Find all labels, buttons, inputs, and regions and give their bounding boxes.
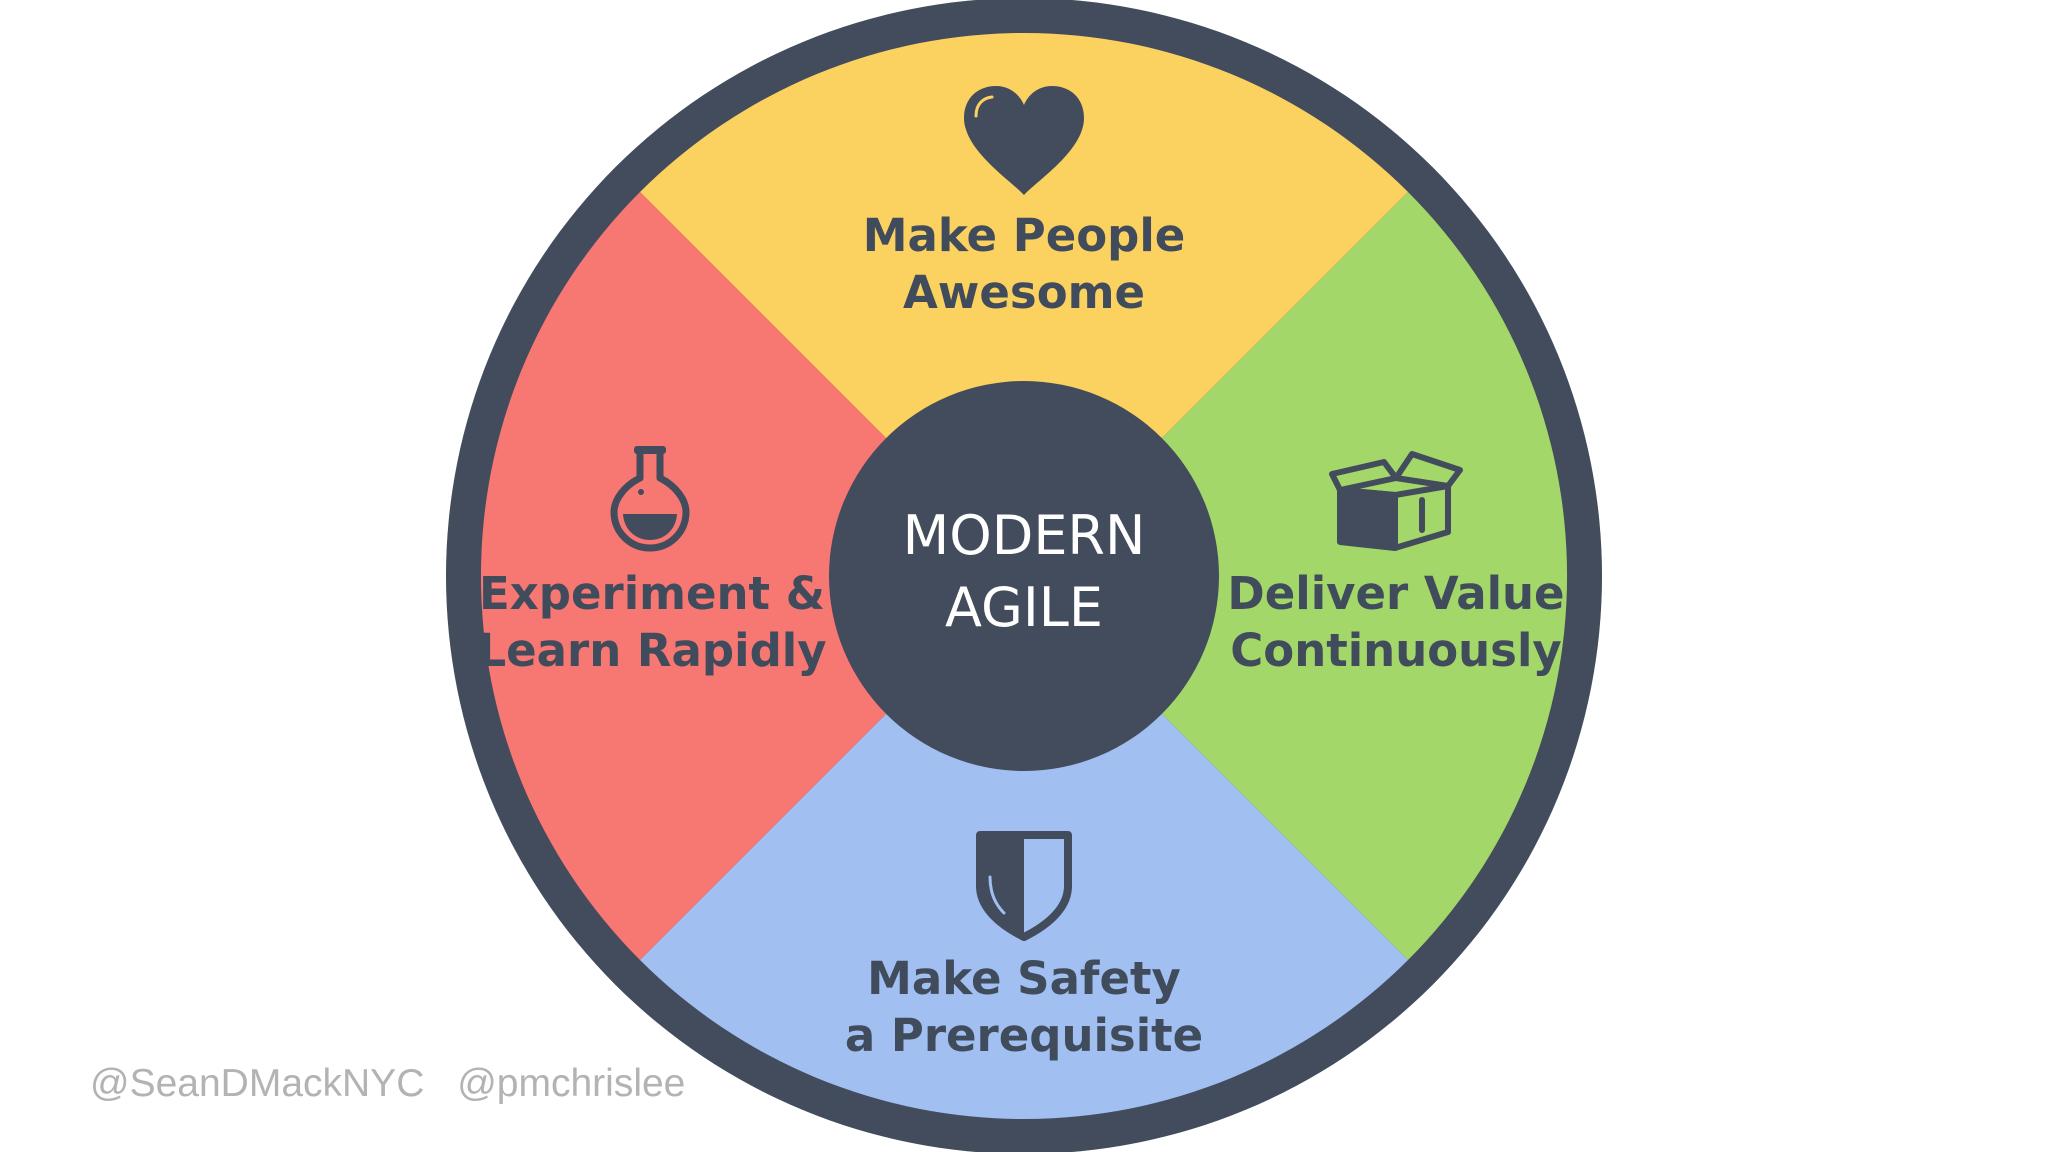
segment-label-experiment: Experiment & Learn Rapidly — [452, 565, 852, 679]
heart-icon — [964, 86, 1084, 195]
twitter-handles: @SeanDMackNYC @pmchrislee — [90, 1062, 707, 1106]
segment-people-line2: Awesome — [902, 266, 1146, 319]
segment-experiment — [480, 192, 1025, 960]
segment-safety-line2: a Prerequisite — [844, 1009, 1204, 1062]
segment-value — [1024, 192, 1568, 960]
segment-value-line2: Continuously — [1230, 624, 1562, 677]
shield-icon — [976, 831, 1072, 941]
segment-label-people: Make People Awesome — [824, 207, 1224, 321]
twitter-handle-1: @SeanDMackNYC — [90, 1062, 425, 1105]
segment-experiment-line1: Experiment & — [479, 567, 825, 620]
twitter-handle-2: @pmchrislee — [457, 1062, 686, 1105]
center-hub — [829, 381, 1219, 771]
center-title-line1: MODERN — [902, 504, 1146, 567]
segment-people — [640, 32, 1408, 576]
center-title: MODERN AGILE — [824, 500, 1224, 644]
segment-people-line1: Make People — [862, 209, 1186, 262]
flask-icon — [610, 446, 690, 552]
center-title-line2: AGILE — [945, 576, 1103, 639]
segment-value-line1: Deliver Value — [1227, 567, 1565, 620]
segment-experiment-line2: Learn Rapidly — [477, 624, 827, 677]
segment-label-safety: Make Safety a Prerequisite — [824, 950, 1224, 1064]
box-icon — [1329, 451, 1463, 551]
segment-label-value: Deliver Value Continuously — [1196, 565, 1596, 679]
segment-safety-line1: Make Safety — [867, 952, 1181, 1005]
